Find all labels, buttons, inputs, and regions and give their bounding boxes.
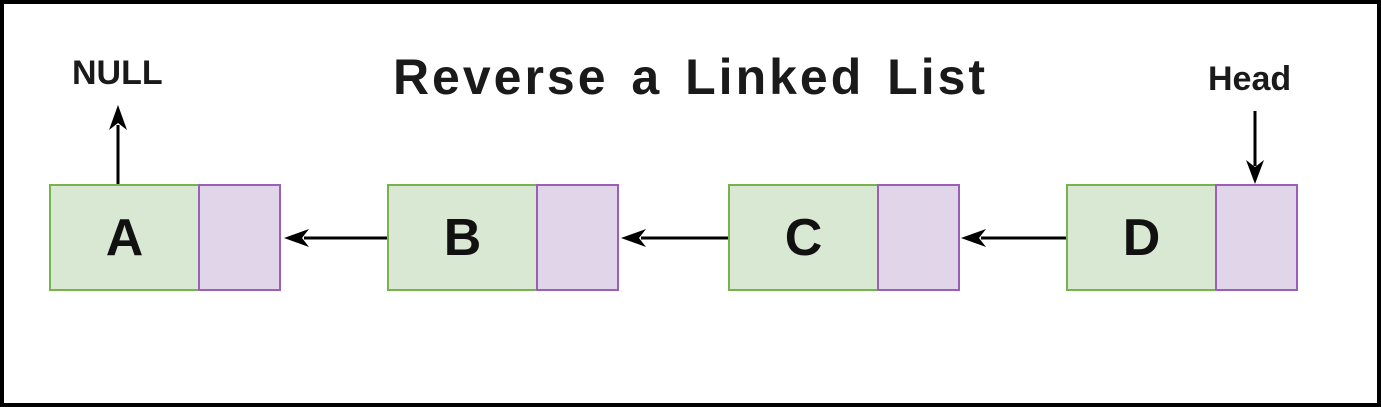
diagram-title: Reverse a Linked List: [392, 49, 989, 105]
node-C: C: [728, 184, 960, 291]
arrow-d-to-c: [961, 229, 1066, 247]
node-A-pointer-cell: [198, 184, 281, 291]
node-A-label: A: [105, 208, 144, 267]
node-A: A: [49, 184, 281, 291]
node-B-data-cell: B: [387, 184, 538, 291]
arrow-b-to-a: [284, 229, 387, 247]
node-C-data-cell: C: [728, 184, 879, 291]
node-A-data-cell: A: [49, 184, 200, 291]
node-B: B: [387, 184, 619, 291]
null-arrow: [109, 105, 127, 184]
node-C-pointer-cell: [877, 184, 960, 291]
head-label: Head: [1208, 60, 1292, 98]
head-arrow: [1246, 111, 1264, 184]
arrow-c-to-b: [621, 229, 728, 247]
node-D-pointer-cell: [1215, 184, 1298, 291]
node-B-pointer-cell: [536, 184, 619, 291]
node-D-data-cell: D: [1066, 184, 1217, 291]
node-D: D: [1066, 184, 1298, 291]
node-D-label: D: [1122, 208, 1161, 267]
null-label: NULL: [72, 54, 163, 92]
node-B-label: B: [443, 208, 482, 267]
node-C-label: C: [784, 208, 823, 267]
